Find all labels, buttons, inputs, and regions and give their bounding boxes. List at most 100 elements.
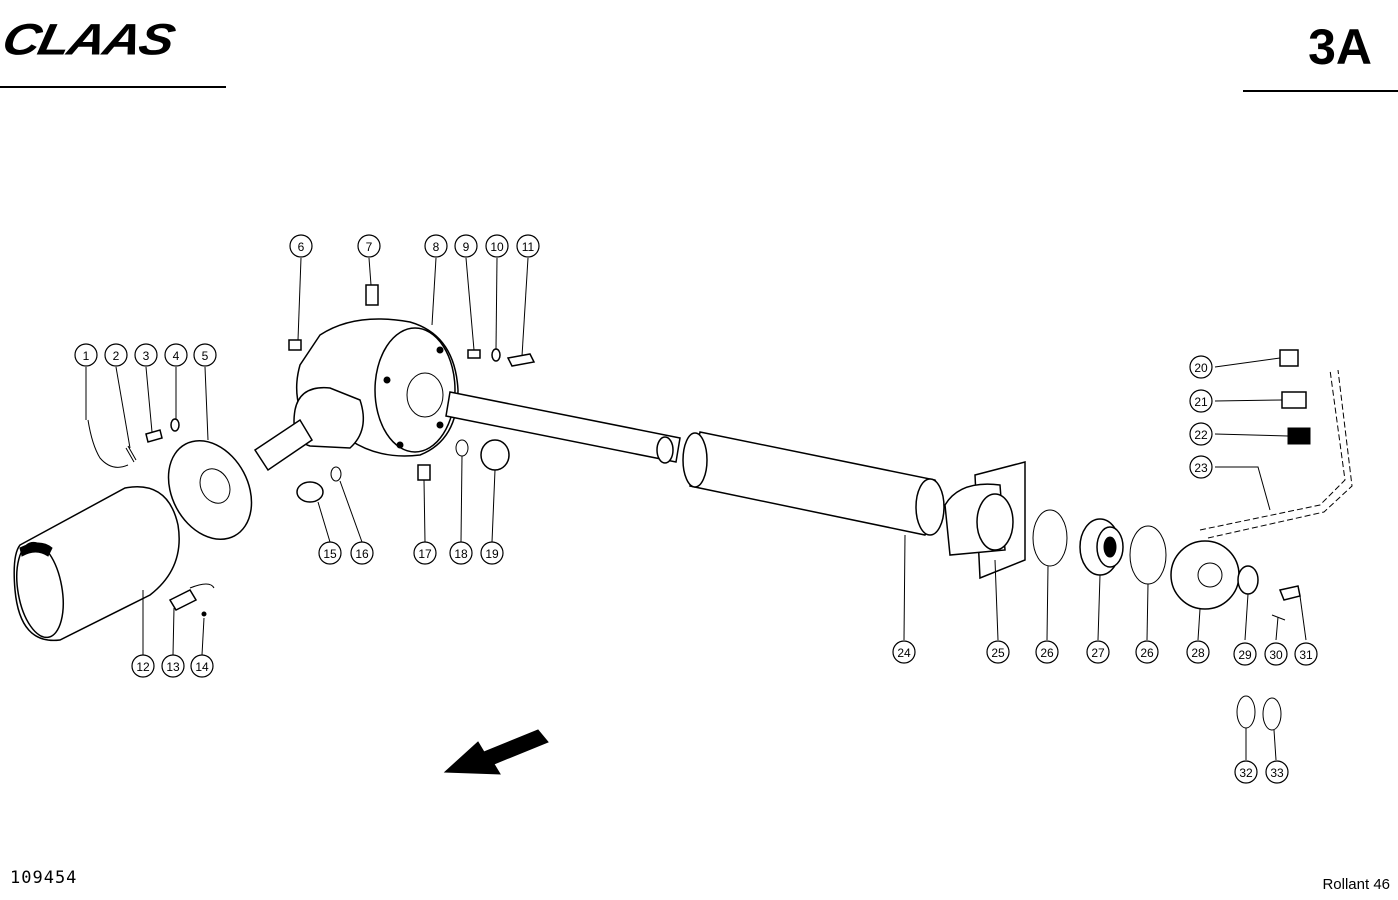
callout-number: 26 [1040,646,1054,660]
ring-32 [1236,695,1256,729]
direction-arrow [443,729,549,775]
callout-33: 33 [1265,760,1289,784]
callout-circle [449,541,473,565]
callout-number: 6 [298,240,305,254]
callout-circle [1189,389,1213,413]
callout-number: 30 [1269,648,1283,662]
bearing-housing [944,461,1026,580]
callout-17: 17 [413,541,437,565]
bolt-11 [506,353,536,367]
callout-number: 22 [1194,428,1208,442]
callout-circle [1035,640,1059,664]
callout-circle [161,654,185,678]
callout-2: 2 [104,343,128,367]
callout-circle [74,343,98,367]
callout-circle [318,541,342,565]
callout-18: 18 [449,541,473,565]
callout-circle [131,654,155,678]
safety-chain [87,419,129,468]
callout-13: 13 [161,654,185,678]
model-name: Rollant 46 [1322,876,1390,893]
callout-number: 21 [1194,395,1208,409]
callout-4: 4 [164,343,188,367]
callout-15: 15 [318,541,342,565]
callout-circle [892,640,916,664]
callout-circle [1189,422,1213,446]
callout-number: 16 [355,547,369,561]
callout-5: 5 [193,343,217,367]
roller-chain [1199,369,1353,539]
callout-number: 10 [490,240,504,254]
callout-number: 12 [136,660,150,674]
callout-31: 31 [1294,642,1318,666]
callout-number: 31 [1299,648,1313,662]
callout-circle [1294,642,1318,666]
callout-26: 26 [1135,640,1159,664]
callout-number: 20 [1194,361,1208,375]
callout-number: 18 [454,547,468,561]
callout-circle [190,654,214,678]
callout-circle [1234,760,1258,784]
grease-nipple-7 [365,284,379,306]
latch-spring [189,583,215,589]
chain-link-22 [1287,427,1311,445]
ring-33 [1262,697,1282,731]
callout-number: 23 [1194,461,1208,475]
header-rule-left [0,86,226,88]
o-ring-16 [330,466,342,482]
plug-6 [288,339,302,351]
chain-link-21 [1281,391,1307,409]
callout-number: 28 [1191,646,1205,660]
callout-number: 5 [202,349,209,363]
callout-circle [454,234,478,258]
callout-circle [289,234,313,258]
callout-circle [104,343,128,367]
callout-circle [1233,642,1257,666]
callout-circle [413,541,437,565]
callout-1: 1 [74,343,98,367]
latch-13 [168,589,198,611]
callout-12: 12 [131,654,155,678]
chain-link-20 [1279,349,1299,367]
callout-32: 32 [1234,760,1258,784]
callout-10: 10 [485,234,509,258]
gearbox [253,318,459,472]
callout-number: 1 [83,349,90,363]
callout-number: 33 [1270,766,1284,780]
callout-20: 20 [1189,355,1213,379]
plug-17 [417,464,431,481]
callout-number: 15 [323,547,337,561]
callout-circle [986,640,1010,664]
callout-29: 29 [1233,642,1257,666]
callout-26: 26 [1035,640,1059,664]
circlip-26b [1129,525,1167,585]
callout-8: 8 [424,234,448,258]
ball-bearing [1079,518,1124,576]
callout-number: 3 [143,349,150,363]
callout-number: 19 [485,547,499,561]
shaft-tube [682,431,945,536]
callout-number: 25 [991,646,1005,660]
pin-30 [1271,614,1286,621]
callout-circle [164,343,188,367]
callout-14: 14 [190,654,214,678]
callout-circle [134,343,158,367]
callout-number: 13 [166,660,180,674]
header-rule-right [1243,90,1398,92]
callout-circle [1189,355,1213,379]
callout-circle [1264,642,1288,666]
callout-circle [350,541,374,565]
callout-circle [516,234,540,258]
callout-circle [193,343,217,367]
callout-number: 29 [1238,648,1252,662]
callout-16: 16 [350,541,374,565]
leader-lines [85,257,1307,761]
document-number: 109454 [10,868,78,888]
callout-number: 17 [418,547,432,561]
callout-circle [1265,760,1289,784]
rivet-14 [201,611,207,617]
callout-22: 22 [1189,422,1213,446]
callout-circle [485,234,509,258]
